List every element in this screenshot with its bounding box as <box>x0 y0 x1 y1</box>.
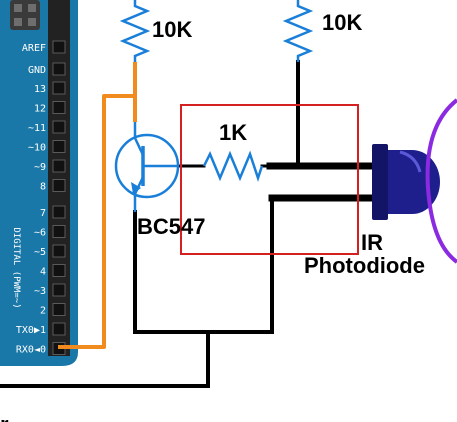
pin-label: 2 <box>40 306 46 317</box>
header-pin <box>52 225 66 238</box>
pin-label: ~3 <box>34 286 46 297</box>
resistor-10k-left <box>119 0 151 62</box>
board-pad <box>28 4 36 12</box>
signal-wire <box>58 62 137 349</box>
pin-label: ~10 <box>28 143 46 154</box>
wire-collector-to-rx <box>58 62 137 349</box>
label-10k-left: 10K <box>152 17 192 42</box>
label-ir: IR <box>361 230 383 255</box>
header-pin <box>52 62 66 76</box>
resistor-1k <box>202 150 264 182</box>
label-1k: 1K <box>219 120 247 145</box>
pin-label: 13 <box>34 84 46 95</box>
header-pin <box>52 40 66 54</box>
emitter-arrow-icon <box>131 182 141 194</box>
label-transistor: BC547 <box>137 214 205 239</box>
board-pad <box>14 18 22 26</box>
board-pad <box>28 18 36 26</box>
header-pin <box>52 244 66 258</box>
wires <box>0 60 384 388</box>
pin-label: ~6 <box>34 228 46 239</box>
header-pin <box>52 120 66 134</box>
header-pin <box>52 81 66 95</box>
board-pad <box>14 4 22 12</box>
label-partial: r <box>0 412 9 422</box>
transistor-collector <box>133 137 145 156</box>
pin-label: 4 <box>40 267 46 278</box>
header-pin <box>52 322 66 336</box>
pin-label: GND <box>28 65 46 76</box>
pin-label: 12 <box>34 104 46 115</box>
pin-label: 8 <box>40 182 46 193</box>
pin-label: RX0◄0 <box>16 345 46 356</box>
arduino-board: AREFGND1312~11~10~987~6~54~32TX0▶1RX0◄0 … <box>0 0 78 366</box>
pin-label: TX0▶1 <box>16 325 46 336</box>
label-10k-right: 10K <box>322 10 362 35</box>
highlight-box <box>180 104 359 255</box>
header-pin <box>52 283 66 297</box>
header-pin <box>52 264 66 277</box>
header-pin <box>52 303 66 316</box>
digital-caption: DIGITAL (PWM=~) <box>11 227 21 308</box>
pin-label: 7 <box>40 208 46 219</box>
transistor-bc547 <box>114 122 180 212</box>
header-pin <box>52 101 66 114</box>
resistors <box>119 0 314 182</box>
header-pin <box>52 140 66 153</box>
pin-label: ~11 <box>28 123 46 134</box>
pin-label: ~5 <box>34 247 46 258</box>
header-pin <box>52 205 66 219</box>
photodiode-shine <box>399 150 422 173</box>
pin-label: ~9 <box>34 162 46 173</box>
header-pin <box>52 159 66 173</box>
pin-label: AREF <box>22 43 46 54</box>
ir-emitter-arc <box>425 98 457 264</box>
header-pin <box>52 179 66 192</box>
label-photodiode: Photodiode <box>304 253 425 278</box>
resistor-10k-right <box>282 0 314 62</box>
photodiode-flange <box>372 144 388 220</box>
